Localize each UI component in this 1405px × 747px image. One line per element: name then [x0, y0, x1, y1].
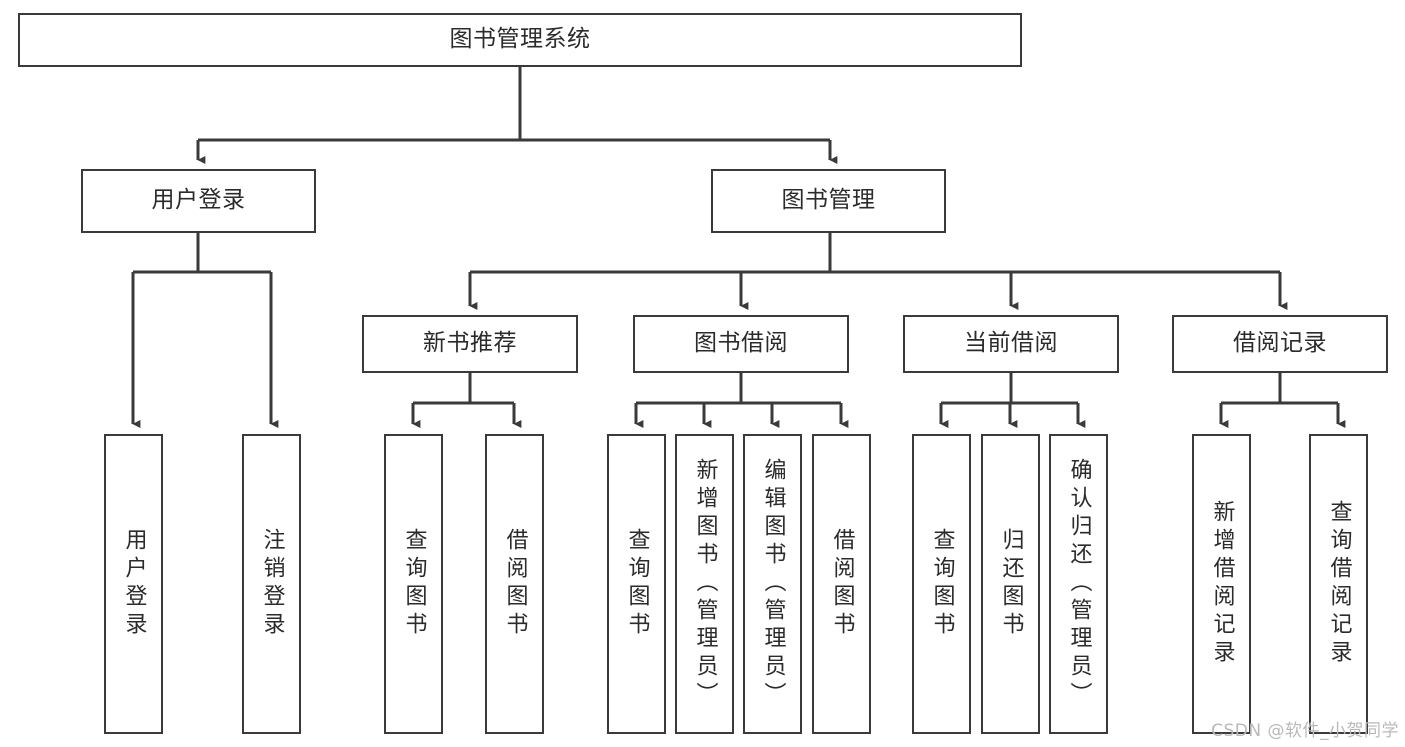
- node-leaf-return-book[interactable]: 归还图书: [981, 434, 1040, 734]
- node-root[interactable]: 图书管理系统: [18, 13, 1022, 67]
- node-leaf-borrow-book-1-label: 借阅图书: [502, 528, 528, 640]
- node-leaf-return-book-label: 归还图书: [998, 528, 1024, 640]
- node-leaf-logout-label: 注销登录: [259, 528, 285, 640]
- node-borrow-record[interactable]: 借阅记录: [1172, 315, 1388, 373]
- watermark-text: CSDN @软件_小贺同学: [1211, 721, 1399, 741]
- node-user-login[interactable]: 用户登录: [81, 169, 316, 233]
- node-leaf-query-book-2-label: 查询图书: [624, 528, 650, 640]
- node-leaf-user-login-label: 用户登录: [121, 528, 147, 640]
- node-leaf-query-record[interactable]: 查询借阅记录: [1309, 434, 1368, 734]
- node-leaf-add-book-label: 新增图书（管理员）: [692, 458, 718, 710]
- node-leaf-query-book-3-label: 查询图书: [929, 528, 955, 640]
- node-user-login-label: 用户登录: [151, 187, 246, 214]
- node-leaf-edit-book[interactable]: 编辑图书（管理员）: [743, 434, 802, 734]
- node-root-label: 图书管理系统: [449, 26, 591, 53]
- node-leaf-add-book[interactable]: 新增图书（管理员）: [675, 434, 734, 734]
- node-leaf-borrow-book-1[interactable]: 借阅图书: [485, 434, 544, 734]
- node-book-manage-label: 图书管理: [781, 187, 876, 214]
- node-leaf-query-book-1-label: 查询图书: [401, 528, 427, 640]
- node-book-manage[interactable]: 图书管理: [711, 169, 946, 233]
- node-leaf-borrow-book-2[interactable]: 借阅图书: [812, 434, 871, 734]
- node-leaf-query-book-2[interactable]: 查询图书: [607, 434, 666, 734]
- node-book-borrow[interactable]: 图书借阅: [633, 315, 849, 373]
- node-leaf-query-book-1[interactable]: 查询图书: [384, 434, 443, 734]
- node-borrow-record-label: 借阅记录: [1233, 330, 1327, 357]
- node-new-book-recommend[interactable]: 新书推荐: [362, 315, 578, 373]
- node-current-borrow-label: 当前借阅: [964, 330, 1058, 357]
- node-leaf-edit-book-label: 编辑图书（管理员）: [760, 458, 786, 710]
- node-book-borrow-label: 图书借阅: [694, 330, 788, 357]
- node-leaf-confirm-return[interactable]: 确认归还（管理员）: [1049, 434, 1108, 734]
- node-leaf-borrow-book-2-label: 借阅图书: [829, 528, 855, 640]
- node-leaf-add-record-label: 新增借阅记录: [1209, 500, 1235, 668]
- node-leaf-query-record-label: 查询借阅记录: [1326, 500, 1352, 668]
- node-leaf-add-record[interactable]: 新增借阅记录: [1192, 434, 1251, 734]
- node-leaf-confirm-return-label: 确认归还（管理员）: [1066, 458, 1092, 710]
- node-leaf-logout[interactable]: 注销登录: [242, 434, 301, 734]
- node-leaf-user-login[interactable]: 用户登录: [104, 434, 163, 734]
- node-current-borrow[interactable]: 当前借阅: [903, 315, 1119, 373]
- node-leaf-query-book-3[interactable]: 查询图书: [912, 434, 971, 734]
- node-new-book-recommend-label: 新书推荐: [423, 330, 517, 357]
